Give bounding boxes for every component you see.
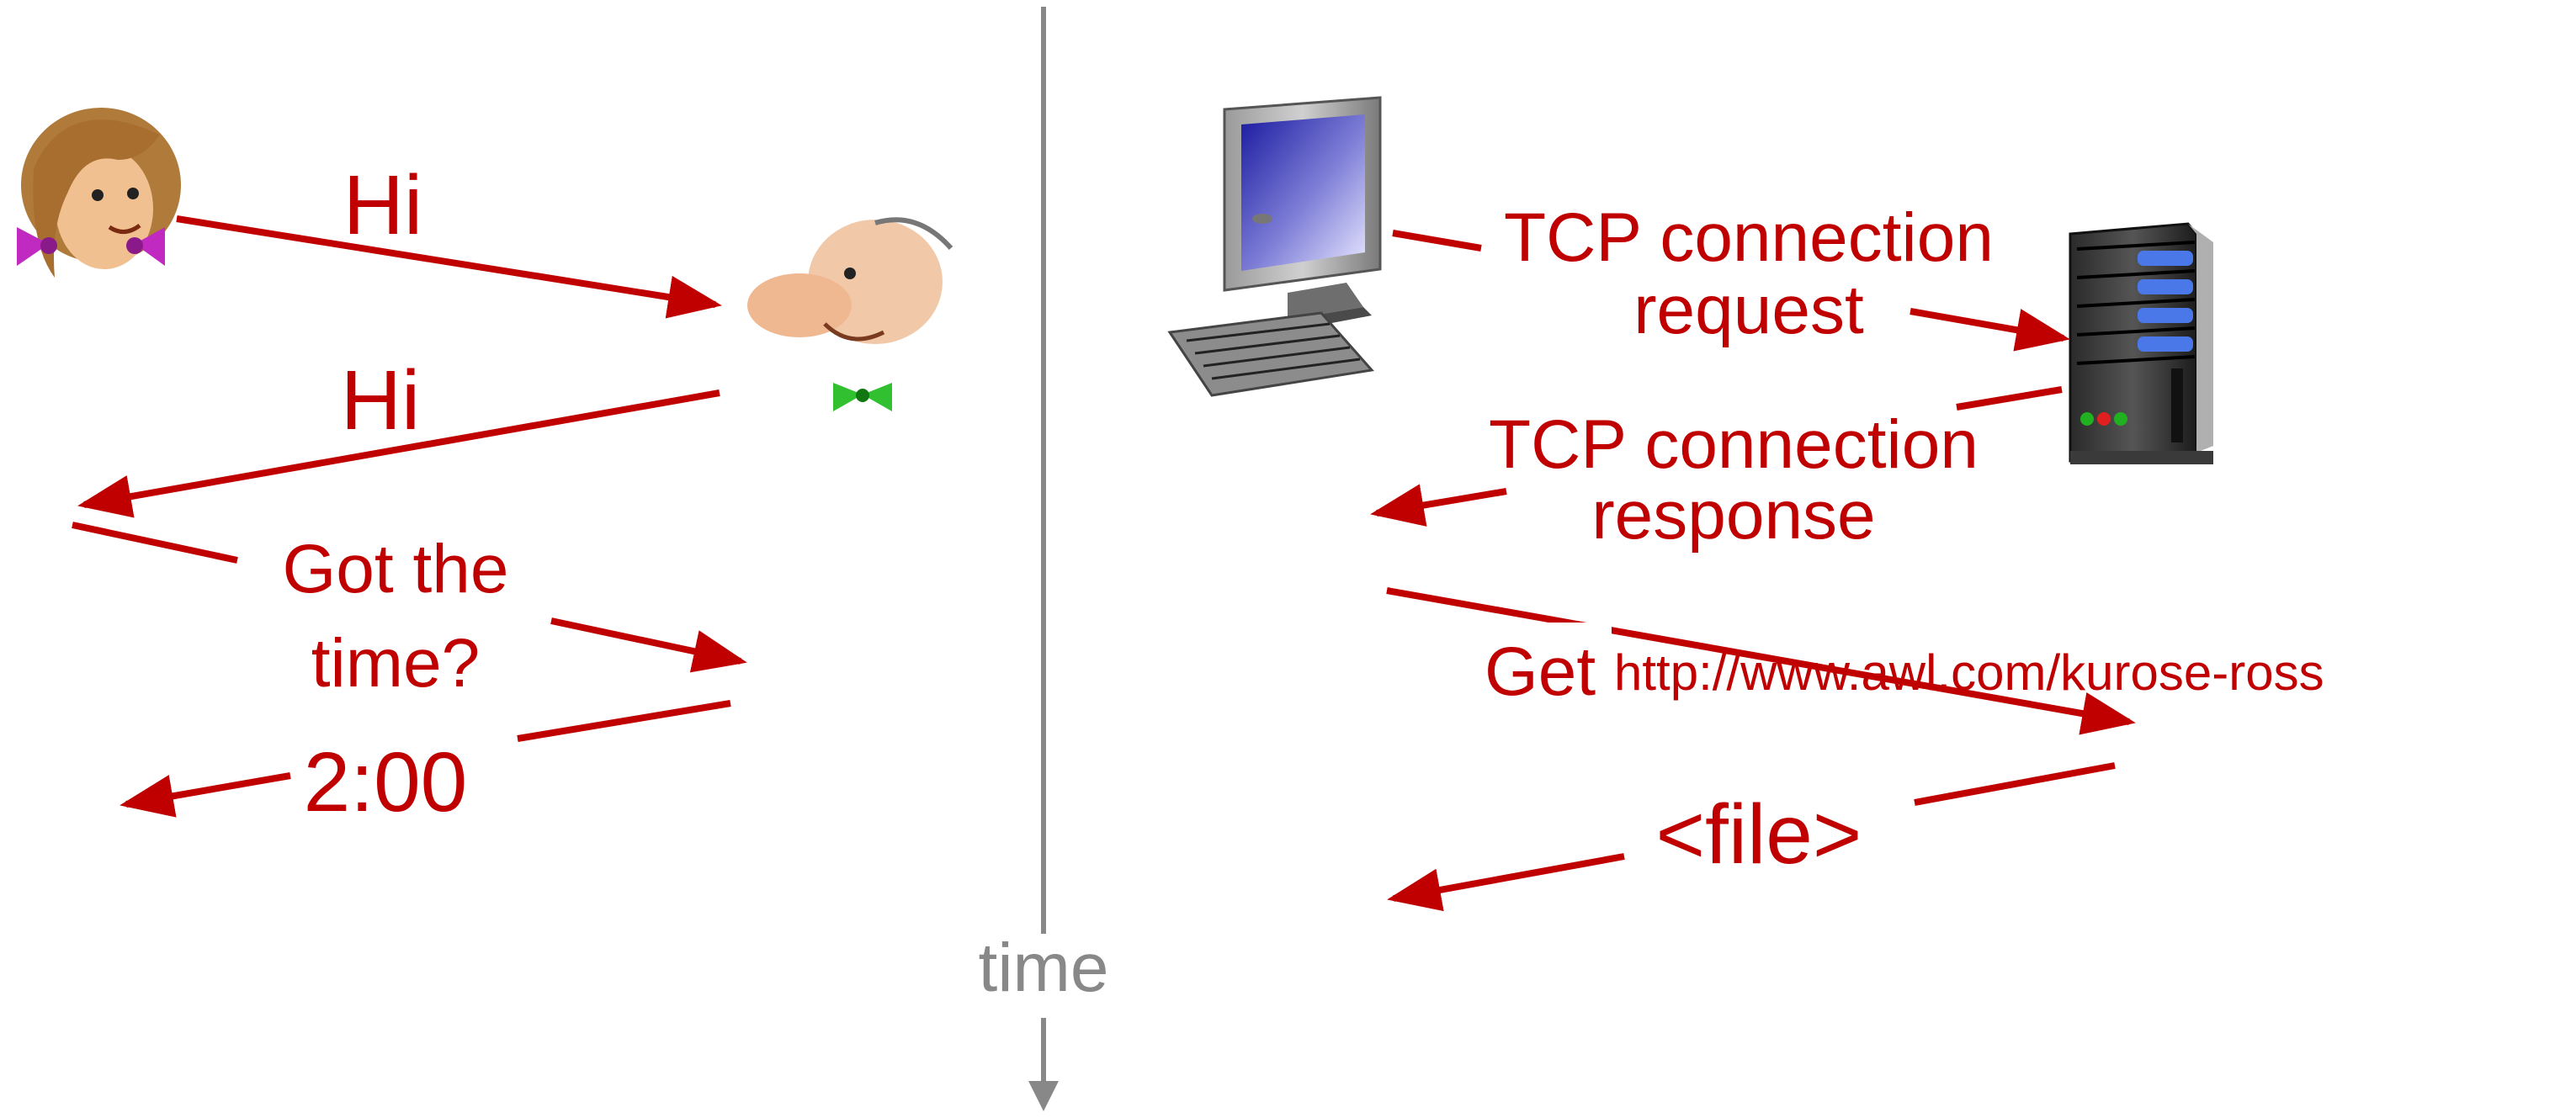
arrow-answer-part1: [517, 700, 731, 742]
arrow-request-part2: [1909, 308, 2070, 352]
label-request-line2: request: [1633, 272, 1864, 348]
get-label-backing: [1481, 623, 1612, 707]
human-labels: Hi Hi Got the time? 2:00: [283, 158, 509, 829]
arrow-question-part1: [72, 522, 238, 564]
man-face-icon: [747, 217, 953, 411]
timeline: time: [979, 7, 1109, 1111]
arrow-file-part1: [1914, 762, 2116, 806]
timeline-label: time: [979, 930, 1109, 1006]
label-get-url: http://www.awl.com/kurose-ross: [1614, 644, 2324, 701]
server-tower-icon: [2069, 222, 2213, 464]
arrow-request-part1: [1392, 230, 1482, 252]
label-hi-1: Hi: [343, 158, 422, 252]
arrow-hi-to-woman: [77, 389, 720, 518]
network-arrows: [1370, 230, 2136, 912]
label-answer: 2:00: [304, 735, 468, 829]
label-question-line1: Got the: [283, 531, 509, 607]
arrow-answer-part2: [120, 772, 291, 818]
label-file: <file>: [1656, 787, 1862, 882]
label-response-line2: response: [1591, 477, 1875, 554]
arrow-question-part2: [550, 617, 747, 673]
network-labels: TCP connection request TCP connection re…: [1485, 199, 2324, 882]
arrow-file-part2: [1387, 853, 1625, 912]
label-question-line2: time?: [311, 625, 481, 702]
label-response-line1: TCP connection: [1489, 406, 1978, 483]
arrow-get-request: [1386, 587, 2136, 735]
label-hi-2: Hi: [341, 353, 420, 448]
label-request-line1: TCP connection: [1504, 199, 1994, 276]
woman-face-icon: [17, 108, 181, 278]
desktop-computer-icon: [1167, 96, 1382, 397]
arrow-hi-to-man: [176, 215, 722, 319]
arrow-response-part1: [1956, 386, 2063, 411]
arrow-response-part2: [1370, 484, 1507, 527]
human-arrows: [72, 215, 747, 818]
label-get-verb: Get: [1485, 633, 1596, 710]
